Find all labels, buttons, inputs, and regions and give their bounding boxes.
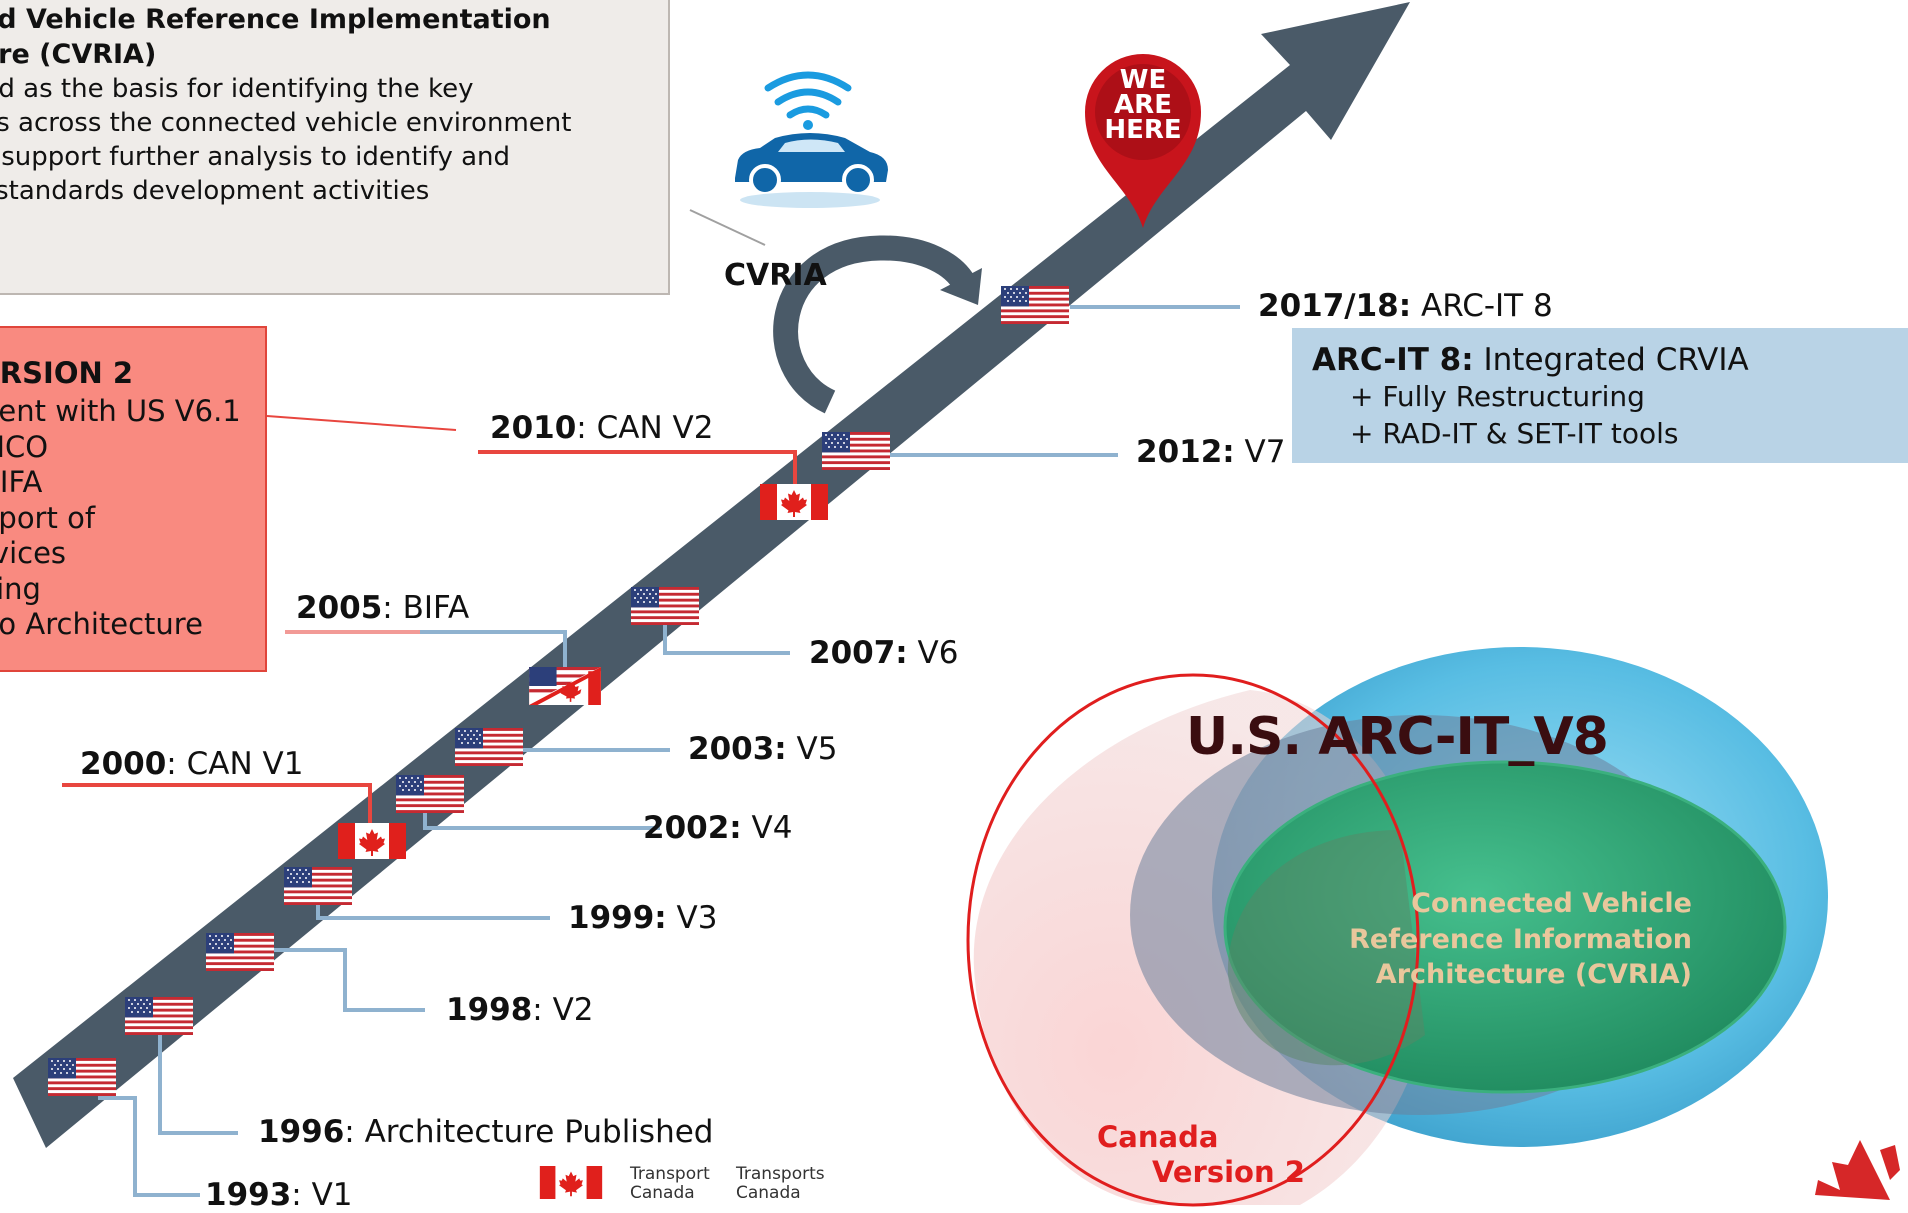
- us-flag-icon: [822, 432, 890, 470]
- venn-us-label: U.S. ARC-IT_V8: [1186, 707, 1609, 767]
- milestone-sep: :: [382, 590, 393, 626]
- arc-it-8-title: ARC-IT 8: Integrated CRVIA: [1312, 342, 1749, 378]
- pin-line: HERE: [1104, 115, 1182, 145]
- version2-title: ERSION 2: [0, 356, 134, 390]
- milestone-text: BIFA: [392, 590, 470, 626]
- milestone-year: 2002:: [643, 810, 742, 846]
- transport-canada-en: Transport Canada: [630, 1164, 710, 1203]
- milestone-1998: 1998: V2: [446, 992, 594, 1028]
- milestone-sep: :: [166, 746, 177, 782]
- venn-cvria-line: Architecture (CVRIA): [1375, 959, 1692, 990]
- version2-item: bo Architecture: [0, 607, 203, 641]
- cvria-box-title: cted Vehicle Reference Implementation ct…: [0, 4, 551, 70]
- we-are-here-label: WE ARE HERE: [1098, 65, 1188, 145]
- us-connectors: [98, 305, 1240, 1197]
- venn-cvria-line: Connected Vehicle: [1411, 888, 1692, 919]
- milestone-sep: :: [576, 410, 587, 446]
- milestone-text: Architecture Published: [354, 1114, 714, 1150]
- milestone-year: 2007:: [809, 635, 908, 671]
- connected-car-icon: [735, 71, 888, 208]
- milestone-text: CAN V2: [586, 410, 714, 446]
- us-flag-icon: [284, 867, 352, 905]
- canada-ellipse: [966, 673, 1420, 1207]
- us-flag-icon: [48, 1058, 116, 1096]
- canada-flag-icon: [338, 823, 406, 859]
- milestone-1999: 1999: V3: [568, 900, 717, 936]
- arc-it-8-title-rest: Integrated CRVIA: [1473, 342, 1749, 378]
- venn-canada-version-label: Version 2: [1152, 1155, 1305, 1189]
- milestone-year: 2005: [296, 590, 383, 626]
- version2-item: rvices: [0, 536, 67, 570]
- venn-cvria-line: Reference Information: [1349, 923, 1692, 955]
- milestone-year: 1996: [258, 1114, 345, 1150]
- milestone-1996: 1996: Architecture Published: [258, 1114, 713, 1150]
- version2-item: BIFA: [0, 465, 43, 499]
- canada-connectors: [62, 415, 797, 828]
- milestone-text: V2: [542, 992, 594, 1028]
- us-flag-icon: [1001, 286, 1069, 324]
- venn-canada-label: Canada: [1097, 1120, 1219, 1154]
- pin-line: WE: [1119, 65, 1167, 95]
- milestone-2002: 2002: V4: [643, 810, 792, 846]
- cvria-loop-arrow: [773, 235, 977, 414]
- milestone-year: 2017/18:: [1258, 288, 1412, 324]
- milestone-text: V6: [907, 635, 959, 671]
- arc-it-8-item: + Fully Restructuring: [1350, 380, 1645, 413]
- milestone-canada-2000: 2000: CAN V1: [80, 746, 303, 782]
- us-canada-flag-icon: [529, 667, 601, 705]
- milestone-year: 2003:: [688, 731, 787, 767]
- transport-canada-flag-icon: [539, 1166, 603, 1199]
- us-flag-icon: [125, 997, 193, 1035]
- venn-cvria-label: Connected Vehicle Reference Information …: [1290, 886, 1692, 993]
- milestone-2007: 2007: V6: [809, 635, 958, 671]
- milestone-2012: 2012: V7: [1136, 434, 1285, 470]
- milestone-text: V1: [301, 1177, 353, 1213]
- milestone-canada-2010: 2010: CAN V2: [490, 410, 713, 446]
- us-flag-icon: [396, 775, 464, 813]
- canada-flag-icon: [760, 484, 828, 520]
- milestone-text: V7: [1234, 434, 1286, 470]
- milestone-year: 2000: [80, 746, 167, 782]
- version2-item: lling: [0, 571, 41, 606]
- milestone-text: V4: [741, 810, 793, 846]
- cvria-box-body: oped as the basis for identifying the ke…: [0, 74, 572, 206]
- milestone-canada-2005: 2005: BIFA: [296, 590, 469, 626]
- version2-item: nent with US V6.1: [0, 394, 241, 428]
- milestone-year: 1998: [446, 992, 533, 1028]
- milestone-year: 2010: [490, 410, 577, 446]
- cvria-loop-arrowhead: [940, 268, 982, 305]
- pin-line: ARE: [1114, 90, 1172, 120]
- milestone-sep: :: [344, 1114, 355, 1150]
- arc-it-8-item: + RAD-IT & SET-IT tools: [1350, 417, 1679, 450]
- milestone-sep: :: [291, 1177, 302, 1213]
- milestone-text: ARC-IT 8: [1411, 288, 1553, 324]
- version2-item: pport of: [0, 500, 96, 535]
- arc-it-8-title-bold: ARC-IT 8:: [1312, 342, 1474, 378]
- arc-it-8-box: [1292, 328, 1908, 463]
- milestone-1993: 1993: V1: [205, 1177, 353, 1213]
- milestone-year: 1999:: [568, 900, 667, 936]
- milestone-year: 2012:: [1136, 434, 1235, 470]
- cvria-info-box: [0, 0, 670, 295]
- milestone-2017: 2017/18: ARC-IT 8: [1258, 288, 1553, 324]
- us-flag-icon: [455, 728, 523, 766]
- transport-canada-fr: Transports Canada: [736, 1164, 825, 1203]
- version2-box: [0, 326, 267, 672]
- milestone-text: V5: [786, 731, 838, 767]
- maple-leaf-icon: [1815, 1140, 1900, 1200]
- cvria-label: CVRIA: [724, 258, 827, 293]
- version2-items: nent with US V6.1 MCO BIFA pport of rvic…: [0, 394, 280, 643]
- version2-item: MCO: [0, 429, 49, 464]
- milestone-year: 1993: [205, 1177, 292, 1213]
- milestone-text: CAN V1: [176, 746, 304, 782]
- car-divider-line: [689, 209, 766, 246]
- us-flag-icon: [206, 933, 274, 971]
- milestone-text: V3: [666, 900, 718, 936]
- location-pin-icon: [1085, 54, 1201, 228]
- milestone-2003: 2003: V5: [688, 731, 837, 767]
- venn-diagram: [966, 647, 1828, 1207]
- us-flag-icon: [631, 587, 699, 625]
- milestone-sep: :: [532, 992, 543, 1028]
